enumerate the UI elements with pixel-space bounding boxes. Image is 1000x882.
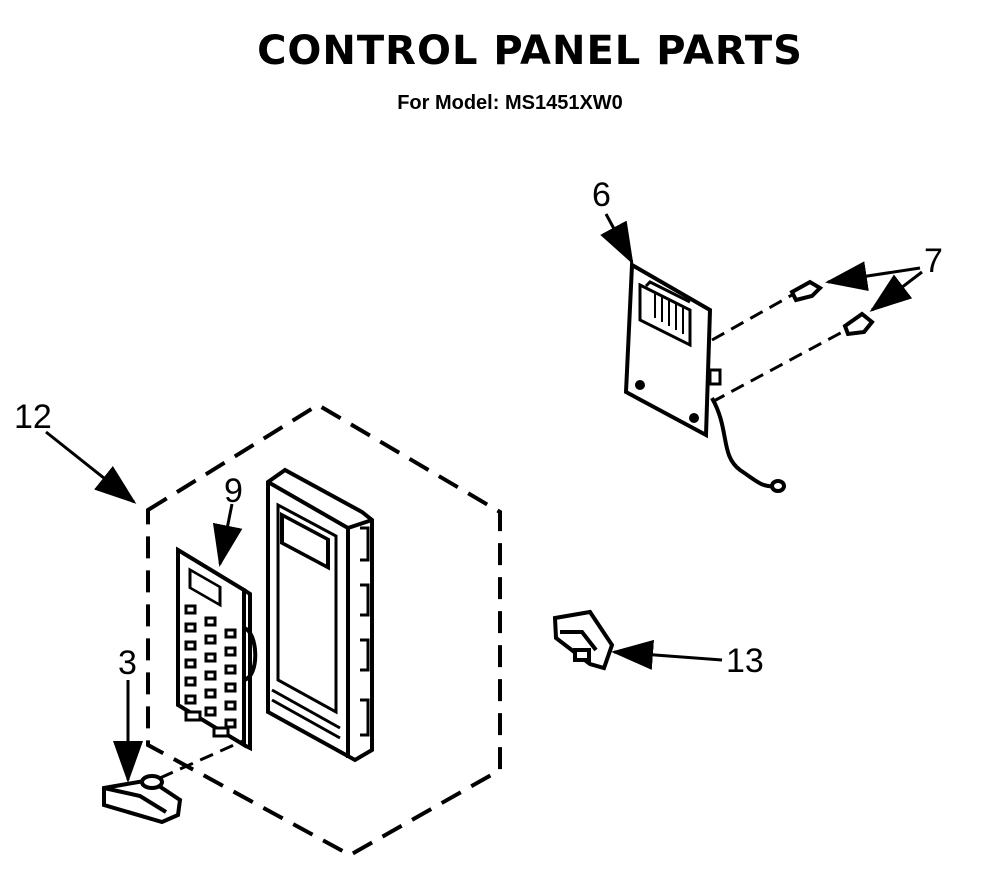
model-subtitle: For Model: MS1451XW0 [397, 92, 623, 114]
callout-part-12: 12 [14, 398, 52, 436]
control-panel-frame [266, 467, 374, 763]
arrow-part-12 [45, 430, 137, 504]
board-wire [710, 397, 779, 489]
keypad-key [224, 718, 237, 729]
callout-part-13: 13 [726, 642, 764, 680]
interlock-switch [552, 609, 615, 671]
arrow-part-7-lower [869, 270, 923, 312]
callout-part-6: 6 [592, 176, 611, 214]
arrow-part-13 [611, 639, 723, 670]
screw-upper [789, 279, 824, 303]
button-leader-line [159, 738, 246, 780]
keypad-key [184, 640, 197, 651]
keypad-key [224, 664, 237, 675]
wire-connector [770, 479, 786, 493]
keypad-key [204, 616, 217, 627]
screw-lower [842, 311, 875, 337]
keypad-key [204, 634, 217, 645]
keypad-key [184, 658, 197, 669]
keypad-key [204, 688, 217, 699]
assembly-boundary [146, 402, 502, 858]
keypad-key [204, 652, 217, 663]
callout-part-9: 9 [224, 472, 243, 510]
screw-leader-upper [711, 293, 793, 342]
callout-part-7: 7 [924, 242, 943, 280]
keypad-key [184, 694, 197, 705]
keypad-key [184, 604, 197, 615]
keypad-key [224, 700, 237, 711]
keypad-key [184, 676, 197, 687]
keypad-key [204, 670, 217, 681]
arrow-part-7-upper [825, 261, 921, 291]
keypad-key [224, 628, 237, 639]
door-release-button [102, 774, 183, 825]
keypad-buttons [184, 604, 237, 738]
keypad-wide-key [184, 710, 202, 722]
arrow-part-6 [600, 213, 634, 265]
arrow-part-9 [212, 503, 243, 567]
panel-side-knobs [242, 626, 258, 682]
screw-leader-lower [711, 328, 847, 404]
callout-part-3: 3 [118, 644, 137, 682]
keypad-key [184, 622, 197, 633]
keypad-key [204, 706, 217, 717]
circuit-board [623, 261, 722, 439]
keypad-key [224, 646, 237, 657]
keypad-wide-key [212, 726, 230, 738]
page-title: CONTROL PANEL PARTS [257, 28, 803, 74]
keypad-key [224, 682, 237, 693]
